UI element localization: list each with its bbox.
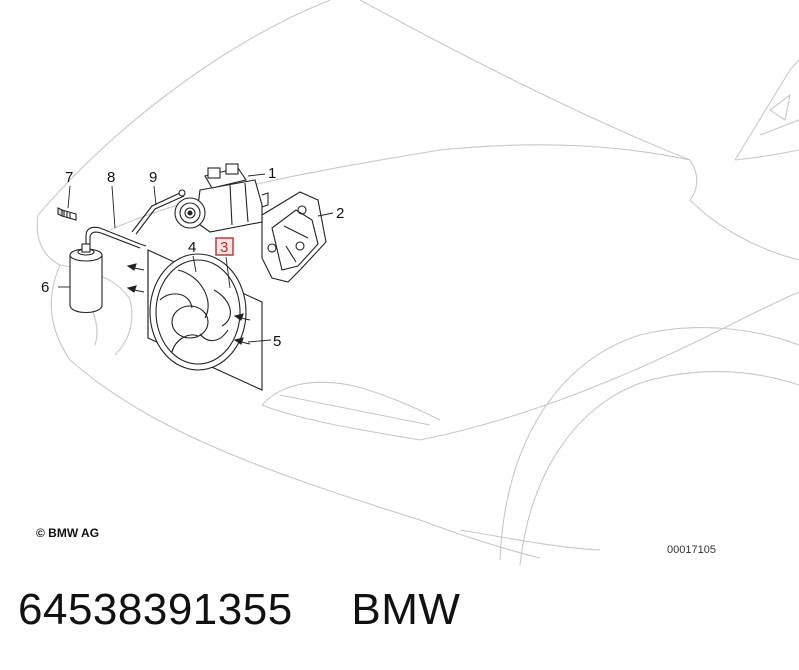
copyright-text: © BMW AG bbox=[36, 526, 99, 540]
brand-name: BMW bbox=[351, 585, 461, 634]
parts-diagram: 7 8 9 1 2 4 3 5 6 © BMW AG 00017105 bbox=[36, 0, 799, 566]
receiver-dryer-part bbox=[69, 226, 141, 314]
compressor-part bbox=[174, 163, 269, 233]
part-number: 64538391355 bbox=[18, 585, 293, 634]
callout-2[interactable]: 2 bbox=[336, 205, 344, 222]
callout-7[interactable]: 7 bbox=[65, 169, 73, 186]
part-caption: 64538391355 BMW bbox=[18, 585, 460, 645]
callout-5[interactable]: 5 bbox=[273, 333, 281, 350]
leader-lines bbox=[58, 173, 334, 343]
callout-1[interactable]: 1 bbox=[268, 165, 276, 182]
mounting-bracket-part bbox=[261, 191, 327, 283]
refrigerant-lines bbox=[131, 189, 186, 247]
callout-labels: 7 8 9 1 2 4 3 5 6 bbox=[41, 165, 344, 350]
callout-6[interactable]: 6 bbox=[41, 279, 49, 296]
condenser-fan-assembly bbox=[147, 249, 263, 391]
callout-3-highlight-box bbox=[215, 237, 234, 256]
callout-4[interactable]: 4 bbox=[188, 239, 196, 256]
screws-part bbox=[126, 263, 251, 345]
callout-8[interactable]: 8 bbox=[107, 169, 115, 186]
parts-drawing bbox=[57, 163, 327, 391]
callout-9[interactable]: 9 bbox=[149, 169, 157, 186]
callout-3[interactable]: 3 bbox=[220, 239, 228, 256]
pressure-switch-part bbox=[57, 207, 77, 221]
drawing-number: 00017105 bbox=[667, 544, 716, 556]
